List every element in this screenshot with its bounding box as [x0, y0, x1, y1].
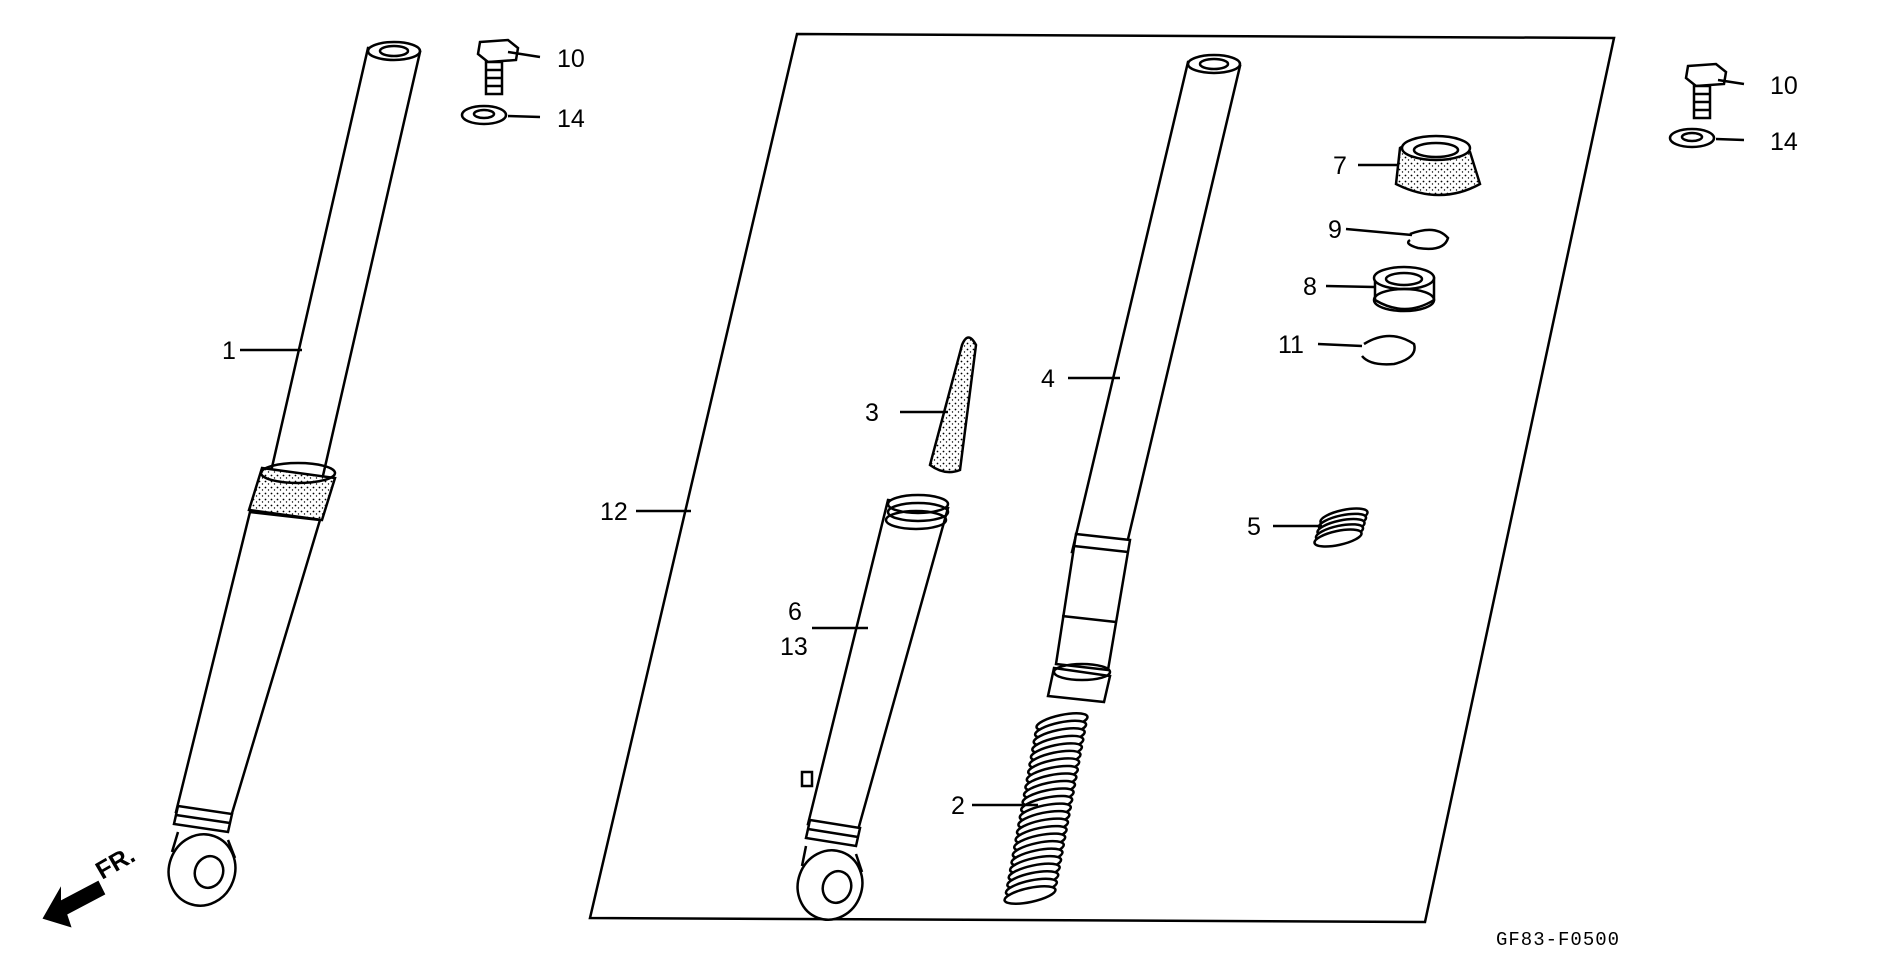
dust-seal-7: [1394, 134, 1482, 197]
callout-9: 9: [1328, 216, 1342, 244]
leader-lines: [240, 50, 1745, 807]
callout-4: 4: [1041, 365, 1055, 393]
front-direction-arrow: FR.: [42, 841, 140, 928]
callout-14-right: 14: [1770, 128, 1798, 156]
washer-14-right: [1668, 127, 1716, 149]
circlip-11: [1361, 334, 1416, 366]
oil-seal-8: [1372, 265, 1436, 313]
callout-2: 2: [951, 792, 965, 820]
spring-coil: [1313, 528, 1363, 548]
small-spring-5: [1313, 507, 1369, 548]
callout-10-left: 10: [557, 45, 585, 73]
front-direction-label: FR.: [91, 841, 140, 885]
callout-14-left: 14: [557, 105, 585, 133]
callout-7: 7: [1333, 152, 1347, 180]
inner-tube-4: [1046, 53, 1242, 704]
spring-coil: [1003, 885, 1057, 905]
callout-1: 1: [222, 337, 236, 365]
callout-3: 3: [865, 399, 879, 427]
callout-5: 5: [1247, 513, 1261, 541]
callout-8: 8: [1303, 273, 1317, 301]
snap-ring-9: [1407, 228, 1450, 251]
bolt-10-right: [1684, 62, 1728, 120]
callout-6: 6: [788, 598, 802, 626]
washer-14-left: [460, 104, 508, 126]
fork-spring-2: [1003, 712, 1089, 905]
callout-10-right: 10: [1770, 72, 1798, 100]
fork-assembly-1: [167, 40, 422, 907]
bump-rubber-3: [928, 336, 978, 474]
diagram-code: GF83-F0500: [1496, 929, 1620, 951]
outer-slider-6-13: [796, 493, 950, 921]
bolt-10-left: [476, 38, 520, 96]
callout-11: 11: [1278, 331, 1304, 359]
callout-13: 13: [780, 633, 808, 661]
kit-boundary: [588, 32, 1616, 924]
callout-12: 12: [600, 498, 628, 526]
